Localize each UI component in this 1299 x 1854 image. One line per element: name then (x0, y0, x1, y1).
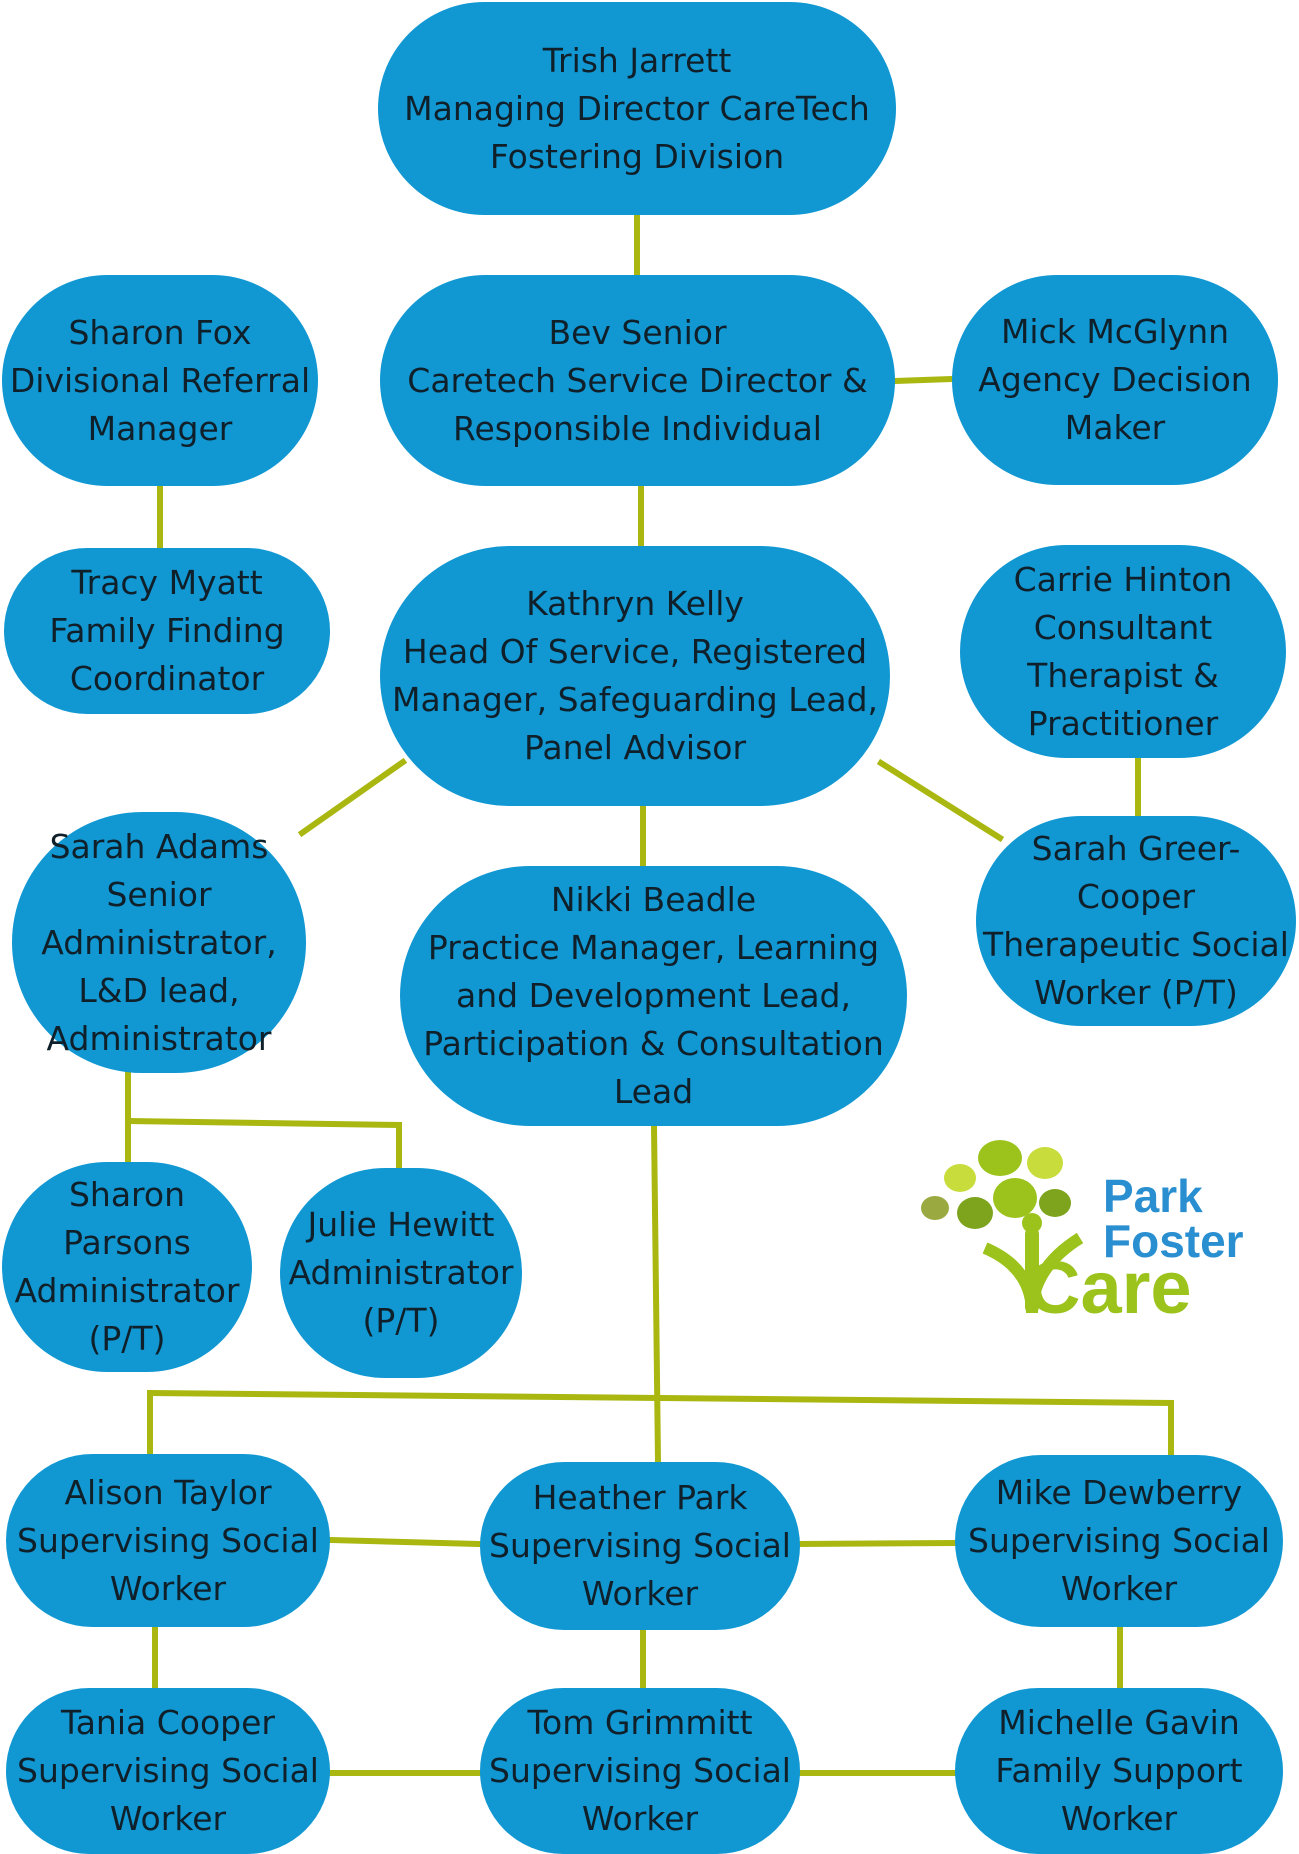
connector-kathryn-sarahgreer (876, 758, 1005, 843)
node-text-line: Supervising Social (968, 1521, 1270, 1560)
node-text-line: Participation & Consultation (423, 1024, 884, 1063)
node-text-line: Family Finding (49, 611, 285, 650)
node-text-line: Heather Park (532, 1478, 748, 1517)
node-text-line: Kathryn Kelly (526, 584, 744, 623)
node-text-line: Administrator (288, 1253, 514, 1292)
node-text-line: Mike Dewberry (995, 1473, 1243, 1512)
node-text-line: and Development Lead, (456, 976, 851, 1015)
node-text-line: Managing Director CareTech (404, 88, 870, 128)
node-text-line: Maker (1064, 408, 1166, 447)
logo-text-foster: Foster (1103, 1215, 1244, 1267)
node-text-line: Worker (109, 1799, 227, 1838)
node-text-line: Therapist & (1027, 655, 1219, 695)
node-text-line: Fostering Division (489, 136, 785, 176)
node-text-line: (P/T) (362, 1301, 440, 1340)
connector-admin-horizontal (124, 1117, 403, 1129)
node-text-line: L&D lead, (78, 970, 240, 1010)
node-text-line: Worker (581, 1799, 699, 1838)
node-text-line: Supervising Social (17, 1751, 319, 1790)
node-text-line: Therapeutic Social (983, 925, 1289, 964)
hands-tree-icon (921, 1140, 1084, 1314)
node-text-line: Supervising Social (17, 1520, 319, 1560)
node-text-line: Parsons (63, 1223, 191, 1262)
node-text-line: Coordinator (69, 659, 265, 698)
node-text-line: Agency Decision (978, 360, 1252, 399)
node-text-line: Carrie Hinton (1013, 559, 1233, 599)
connector-kathryn-sarahadams (297, 757, 408, 838)
node-text-line: Nikki Beadle (550, 880, 757, 919)
node-text-line: Divisional Referral (9, 360, 311, 400)
node-text-line: Sharon (68, 1175, 186, 1214)
node-text-line: Supervising Social (489, 1526, 791, 1565)
connector-team-horizontal (146, 1389, 1175, 1407)
node-text-line: Worker (109, 1568, 227, 1608)
node-text-line: Manager, Safeguarding Lead, (391, 680, 879, 719)
park-foster-care-logo: Park Foster Care (905, 1128, 1255, 1325)
node-text-line: Administrator, (41, 922, 277, 962)
node-text-line: Michelle Gavin (998, 1703, 1240, 1742)
connector-bev-mick (891, 375, 956, 385)
node-text-line: Caretech Service Director & (407, 360, 868, 400)
node-text-line: (P/T) (88, 1319, 166, 1358)
node-text-line: Consultant (1033, 607, 1213, 647)
node-text-line: Tracy Myatt (71, 563, 263, 602)
node-text-line: Practice Manager, Learning (427, 928, 880, 967)
node-text-line: Worker (P/T) (1034, 973, 1238, 1012)
logo-text-park: Park (1103, 1170, 1203, 1222)
node-text-line: Administrator (46, 1018, 272, 1058)
node-text-line: Julie Hewitt (307, 1205, 495, 1244)
node-text-line: Manager (87, 408, 233, 448)
node-text-line: Practitioner (1027, 703, 1219, 743)
connector-nikki-heather (650, 1122, 662, 1466)
node-text-line: Alison Taylor (64, 1472, 272, 1512)
node-text-line: Responsible Individual (453, 408, 822, 448)
node-text-line: Cooper (1076, 877, 1196, 916)
node-text-line: Head Of Service, Registered (402, 632, 868, 671)
node-text-line: Family Support (995, 1751, 1243, 1790)
logo-text-care: Care (1027, 1246, 1192, 1329)
node-text-line: Trish Jarrett (542, 40, 732, 80)
node-text-line: Tom Grimmitt (527, 1703, 753, 1742)
node-text-line: Tania Cooper (61, 1703, 275, 1742)
node-text-line: Administrator (14, 1271, 240, 1310)
node-text-line: Worker (1060, 1569, 1178, 1608)
node-text-line: Sharon Fox (68, 312, 252, 352)
node-text-line: Bev Senior (548, 312, 727, 352)
node-text-line: Worker (581, 1574, 699, 1613)
node-text-line: Lead (613, 1072, 694, 1111)
node-text-line: Sarah Adams (49, 826, 269, 866)
node-text-line: Worker (1060, 1799, 1178, 1838)
connector-heather-mike (796, 1539, 959, 1548)
node-text-line: Senior (106, 874, 212, 914)
node-text-line: Sarah Greer- (1031, 829, 1241, 868)
node-text-line: Supervising Social (489, 1751, 791, 1790)
node-text-line: Panel Advisor (523, 728, 747, 767)
connector-alison-heather (326, 1536, 484, 1548)
node-text-line: Mick McGlynn (1000, 312, 1230, 351)
